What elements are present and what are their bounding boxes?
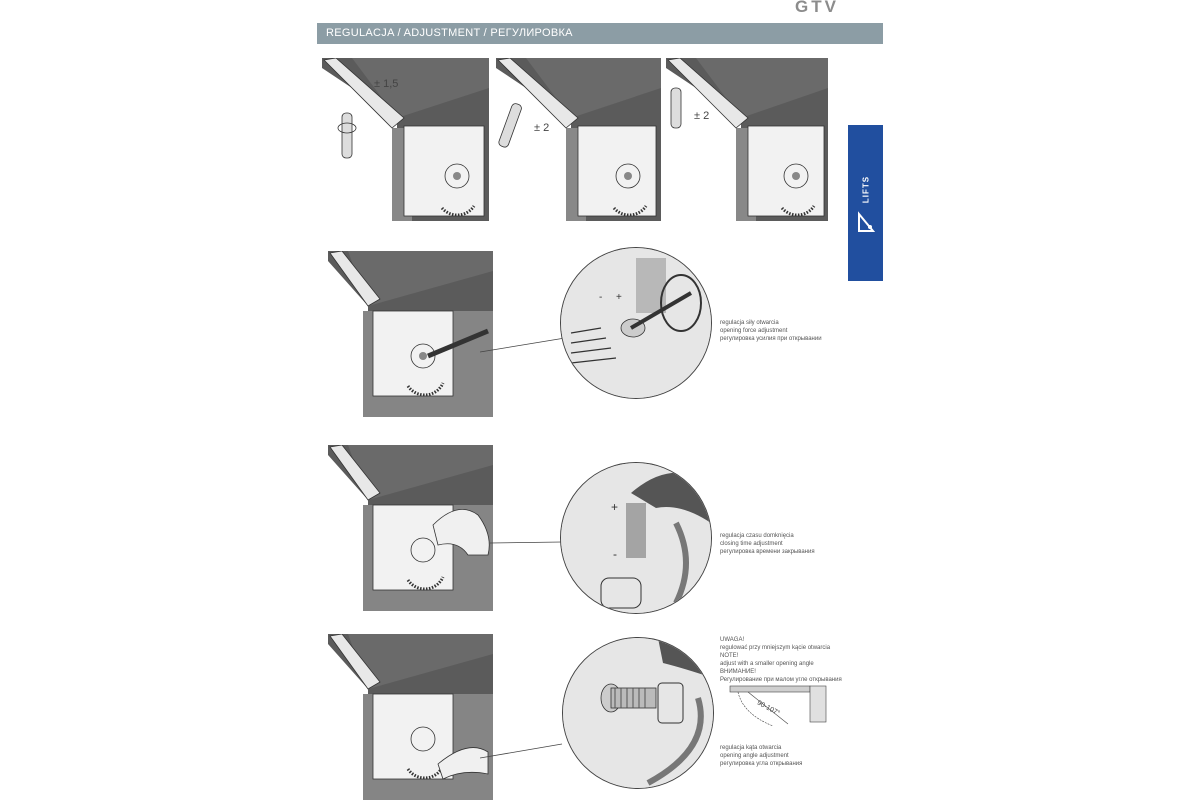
- cabinet-illustration: [322, 58, 489, 221]
- caption-line-pl: regulacja siły otwarcia: [720, 320, 779, 326]
- tolerance-label: ± 2: [694, 110, 710, 122]
- closing-time-caption: regulacja czasu domknięcia closing time …: [720, 532, 815, 556]
- caption-line-pl: regulacja czasu domknięcia: [720, 533, 794, 539]
- note-warning-pl: UWAGA!: [720, 637, 745, 643]
- opening-angle-note: UWAGA! regulować przy mniejszym kącie ot…: [720, 636, 842, 684]
- opening-force-caption: regulacja siły otwarcia opening force ad…: [720, 319, 822, 343]
- svg-text:+: +: [611, 500, 618, 514]
- gtv-logo: GTV: [795, 0, 839, 16]
- note-warning-en: NOTE!: [720, 653, 739, 659]
- cabinet-illustration: [328, 634, 493, 800]
- opening-angle-caption: regulacja kąta otwarcia opening angle ad…: [720, 744, 802, 768]
- caption-line-en: opening force adjustment: [720, 328, 788, 334]
- cabinet-illustration: [328, 445, 493, 611]
- tolerance-label: ± 1,5: [374, 78, 399, 90]
- cabinet-illustration: [328, 251, 493, 417]
- opening-angle-panel: [328, 634, 493, 800]
- caption-line-en: opening angle adjustment: [720, 753, 789, 759]
- svg-text:+: +: [616, 292, 622, 303]
- tolerance-label: ± 2: [534, 122, 550, 134]
- section-header-bar: REGULACJA / ADJUSTMENT / РЕГУЛИРОВКА: [317, 23, 883, 44]
- lift-icon: [858, 211, 876, 232]
- caption-line-ru: регулировка угла открывания: [720, 761, 803, 767]
- svg-text:-: -: [613, 547, 617, 561]
- note-text-ru: Регулирование при малом угле открывания: [720, 677, 842, 683]
- section-title: REGULACJA / ADJUSTMENT / РЕГУЛИРОВКА: [326, 27, 573, 39]
- closing-time-panel: [328, 445, 493, 611]
- closing-dial-detail: + -: [561, 463, 711, 613]
- force-dial-detail: - +: [561, 248, 711, 398]
- caption-line-pl: regulacja kąta otwarcia: [720, 745, 782, 751]
- caption-line-en: closing time adjustment: [720, 541, 783, 547]
- note-text-pl: regulować przy mniejszym kącie otwarcia: [720, 645, 831, 651]
- adjust-panel-lateral: ± 2: [666, 58, 828, 221]
- svg-text:-: -: [599, 292, 602, 303]
- callout-line: [480, 743, 563, 759]
- cabinet-illustration: [666, 58, 828, 221]
- lifts-category-tab[interactable]: LIFTS: [848, 125, 883, 281]
- angle-screw-detail: [563, 638, 713, 788]
- callout-line: [480, 337, 566, 353]
- opening-force-panel: [328, 251, 493, 417]
- adjust-panel-depth: ± 2: [496, 58, 661, 221]
- opening-angle-zoom-detail: [562, 637, 714, 789]
- note-text-en: adjust with a smaller opening angle: [720, 661, 814, 667]
- caption-line-ru: регулировка усилия при открывании: [720, 336, 822, 342]
- caption-line-ru: регулировка времени закрывания: [720, 549, 815, 555]
- note-warning-ru: ВНИМАНИЕ!: [720, 669, 756, 675]
- closing-time-zoom-detail: + -: [560, 462, 712, 614]
- lifts-tab-label: LIFTS: [861, 175, 871, 204]
- cabinet-illustration: [496, 58, 661, 221]
- opening-angle-diagram: [729, 685, 827, 727]
- callout-line: [490, 541, 563, 544]
- adjust-panel-vertical: ± 1,5: [322, 58, 489, 221]
- opening-force-zoom-detail: - +: [560, 247, 712, 399]
